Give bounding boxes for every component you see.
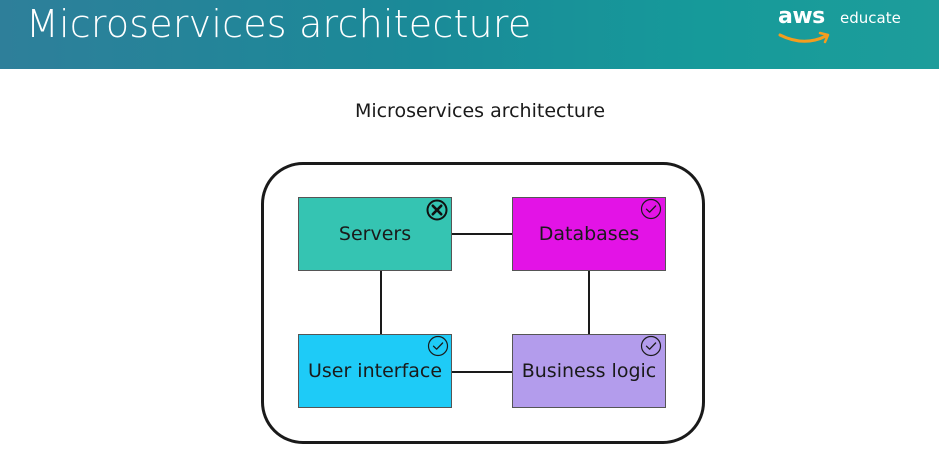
node-label: Databases bbox=[538, 223, 640, 245]
page-title: Microservices architecture bbox=[26, 2, 532, 46]
check-circle-icon bbox=[427, 335, 449, 357]
aws-smile-icon bbox=[778, 31, 830, 44]
check-circle-icon bbox=[640, 335, 662, 357]
node-label: User interface bbox=[307, 360, 443, 382]
x-circle-icon bbox=[426, 199, 448, 221]
node-label: Business logic bbox=[521, 360, 657, 382]
node-label: Servers bbox=[338, 223, 412, 245]
aws-educate-logo: aws educate bbox=[778, 4, 918, 48]
diagram-title: Microservices architecture bbox=[354, 100, 606, 122]
check-circle-icon bbox=[640, 198, 662, 220]
logo-educate-text: educate bbox=[840, 9, 901, 27]
node-business-logic: Business logic bbox=[512, 334, 666, 408]
node-databases: Databases bbox=[512, 197, 666, 271]
logo-aws-text: aws bbox=[778, 4, 825, 29]
header-banner: Microservices architecture aws educate bbox=[0, 0, 939, 69]
node-user-interface: User interface bbox=[298, 334, 452, 408]
node-servers: Servers bbox=[298, 197, 452, 271]
architecture-frame bbox=[261, 162, 705, 444]
